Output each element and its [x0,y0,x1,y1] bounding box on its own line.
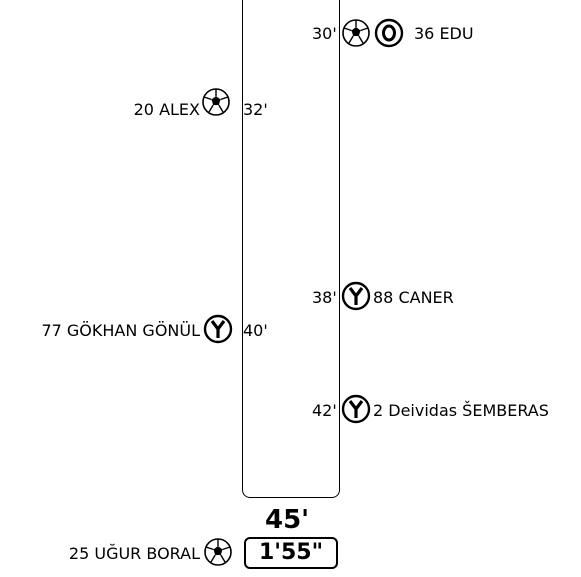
yellow-card-icon [341,281,371,311]
stoppage-time-box: 1'55" [244,537,338,569]
event-player: 88 CANER [373,288,454,307]
event-player: 25 UĞUR BORAL [68,544,200,563]
timeline-bar [242,0,340,498]
ball-icon [201,87,231,117]
event-minute: 40' [243,321,268,340]
event-player: 77 GÖKHAN GÖNÜL [41,321,200,340]
half-time-label: 45' [265,505,310,535]
event-player: 36 EDU [414,24,474,43]
ball-icon [341,18,371,48]
event-minute: 42' [312,401,337,420]
yellow-card-icon [203,314,233,344]
own-goal-icon [374,18,404,48]
event-minute: 30' [312,24,337,43]
event-minute: 38' [312,288,337,307]
ball-icon [203,537,233,567]
stoppage-time: 1'55" [258,540,324,565]
event-player: 20 ALEX [133,100,200,119]
yellow-card-icon [341,394,371,424]
event-minute: 32' [243,100,268,119]
event-player: 2 Deividas ŠEMBERAS [373,401,549,420]
